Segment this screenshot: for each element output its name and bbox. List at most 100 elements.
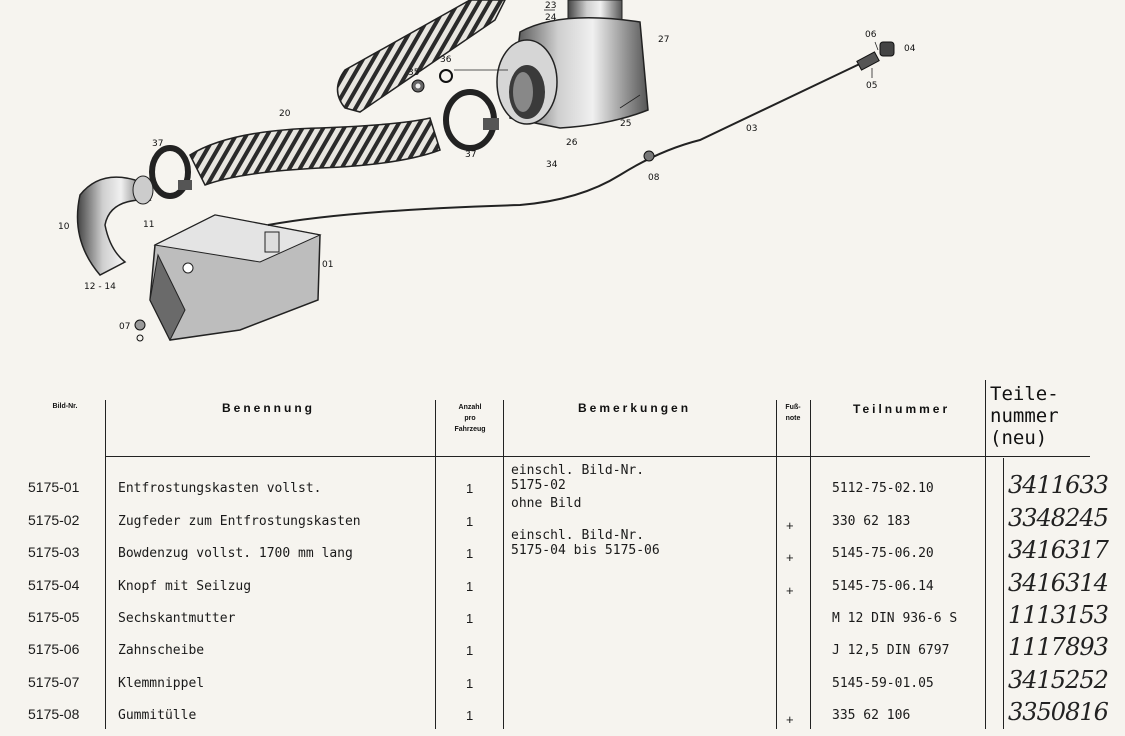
callout-24: 24 [545, 13, 557, 23]
rule-1 [105, 400, 106, 729]
callout-07: 07 [119, 322, 130, 332]
rule-2 [435, 400, 436, 729]
row-bild-nr: 5175-08 [28, 706, 80, 722]
row-teilnummer: 330 62 183 [832, 514, 911, 529]
rule-5 [810, 400, 811, 729]
row-benennung: Entfrostungskasten vollst. [118, 481, 322, 496]
row-bemerkungen: einschl. Bild-Nr. 5175-02 [511, 463, 645, 493]
row-teilenummer-neu: 3348245 [1008, 504, 1109, 532]
table-row: 5175-04 Knopf mit Seilzug 1 +5145-75-06.14 3… [0, 569, 1125, 607]
row-bemerkungen: ohne Bild [511, 496, 582, 511]
table-row: 5175-01 Entfrostungskasten vollst. 1 einsch… [0, 463, 1125, 509]
table-row: 5175-08 Gummitülle 1 +335 62 106 3350816 [0, 698, 1125, 736]
row-bild-nr: 5175-05 [28, 609, 80, 625]
callout-26: 26 [566, 138, 578, 148]
table-row: 5175-03 Bowdenzug vollst. 1700 mm lang 1 ei… [0, 528, 1125, 574]
row-benennung: Bowdenzug vollst. 1700 mm lang [118, 546, 353, 561]
callout-05: 05 [866, 81, 877, 91]
rule-4 [776, 400, 777, 729]
callout-23: 23 [545, 1, 556, 11]
callout-01: 01 [322, 260, 333, 270]
callout-36: 36 [440, 55, 452, 65]
row-fussnote: + [786, 712, 794, 727]
row-teilenummer-neu: 3416314 [1008, 569, 1109, 597]
callout-34: 34 [546, 160, 558, 170]
row-benennung: Sechskantmutter [118, 611, 236, 626]
row-fussnote: + [786, 583, 794, 598]
callout-35: 35 [408, 68, 419, 78]
row-benennung: Zugfeder zum Entfrostungskasten [118, 514, 361, 529]
hex-nut [411, 79, 425, 93]
rule-7 [1003, 458, 1004, 729]
header-anzahl: Anzahl pro Fahrzeug [454, 404, 486, 433]
hose-middle [189, 117, 441, 186]
row-bild-nr: 5175-07 [28, 674, 80, 690]
table-row: 5175-05 Sechskantmutter 1 M 12 DIN 936-6 S 1… [0, 601, 1125, 639]
header-teilnummer: Teilnummer [853, 402, 951, 416]
callout-27: 27 [658, 35, 669, 45]
blower-housing [496, 0, 649, 129]
row-fussnote: + [786, 550, 794, 565]
rule-6 [985, 380, 986, 729]
row-anzahl: 1 [466, 481, 474, 496]
rule-3 [503, 400, 504, 729]
callout-37-left: 37 [152, 139, 163, 149]
hose-clamp-right [443, 89, 499, 151]
callout-37-right: 37 [465, 150, 476, 160]
header-rule [105, 456, 1090, 457]
row-benennung: Klemmnippel [118, 676, 205, 691]
row-bild-nr: 5175-02 [28, 512, 80, 528]
table-row: 5175-06 Zahnscheibe 1 J 12,5 DIN 6797 111789… [0, 633, 1125, 671]
row-bild-nr: 5175-01 [28, 479, 80, 495]
row-anzahl: 1 [466, 546, 474, 561]
row-teilnummer: 5112-75-02.10 [832, 481, 934, 496]
header-benennung: Benennung [222, 401, 315, 415]
clamp-nipple [134, 319, 146, 342]
row-teilnummer: 5145-59-01.05 [832, 676, 934, 691]
callout-08: 08 [648, 173, 660, 183]
callout-12-14: 12 - 14 [84, 282, 116, 292]
bowden-cable [267, 41, 895, 226]
row-teilenummer-neu: 3415252 [1008, 666, 1109, 694]
defroster-box [149, 214, 322, 342]
table-row: 5175-02 Zugfeder zum Entfrostungskasten 1 o… [0, 496, 1125, 542]
row-anzahl: 1 [466, 708, 474, 723]
row-teilnummer: M 12 DIN 936-6 S [832, 611, 958, 626]
hose-clamp-left [149, 145, 192, 199]
callout-10: 10 [58, 222, 70, 232]
row-teilnummer: 5145-75-06.14 [832, 579, 934, 594]
row-anzahl: 1 [466, 643, 474, 658]
row-bild-nr: 5175-04 [28, 577, 80, 593]
callout-25: 25 [620, 119, 631, 129]
row-teilenummer-neu: 3411633 [1008, 471, 1109, 499]
parts-diagram: 23 24 27 06 04 05 36 35 20 37 03 37 34 2… [58, 0, 916, 342]
row-teilnummer: 5145-75-06.20 [832, 546, 934, 561]
callout-04: 04 [904, 44, 916, 54]
row-teilnummer: 335 62 106 [832, 708, 911, 723]
row-teilenummer-neu: 3350816 [1008, 698, 1109, 726]
hose-elbow [76, 175, 154, 276]
header-bild-nr: Bild-Nr. [52, 403, 78, 410]
row-teilenummer-neu: 1117893 [1008, 633, 1109, 661]
callout-06: 06 [865, 30, 877, 40]
hose-upper [336, 0, 506, 113]
row-teilenummer-neu: 1113153 [1008, 601, 1109, 629]
row-benennung: Zahnscheibe [118, 643, 205, 658]
row-bemerkungen: einschl. Bild-Nr. 5175-04 bis 5175-06 [511, 528, 660, 558]
row-anzahl: 1 [466, 514, 474, 529]
row-anzahl: 1 [466, 579, 474, 594]
header-bemerkungen: Bemerkungen [578, 401, 692, 415]
row-anzahl: 1 [466, 676, 474, 691]
row-benennung: Knopf mit Seilzug [118, 579, 252, 594]
row-benennung: Gummitülle [118, 708, 197, 723]
row-teilnummer: J 12,5 DIN 6797 [832, 643, 950, 658]
callout-20: 20 [279, 109, 291, 119]
header-teilenummer-neu: Teile- nummer (neu) [990, 383, 1059, 449]
row-fussnote: + [786, 518, 794, 533]
callout-11: 11 [143, 220, 154, 230]
row-anzahl: 1 [466, 611, 474, 626]
row-teilenummer-neu: 3416317 [1008, 536, 1109, 564]
row-bild-nr: 5175-06 [28, 641, 80, 657]
callout-03: 03 [746, 124, 757, 134]
row-bild-nr: 5175-03 [28, 544, 80, 560]
